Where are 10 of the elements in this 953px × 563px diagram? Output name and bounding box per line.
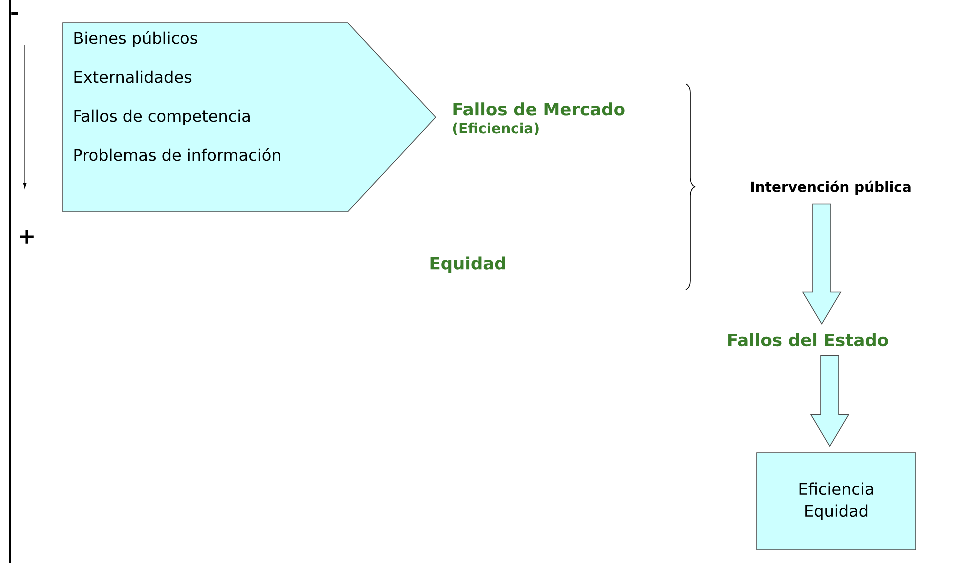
pentagon-box: Bienes públicos Externalidades Fallos de competencia Problemas de información	[62, 22, 437, 212]
heading-text: Fallos del Estado	[728, 333, 888, 347]
heading-text: Equidad	[430, 256, 506, 274]
block-arrow	[802, 204, 842, 325]
heading-text: Intervención pública	[751, 180, 911, 196]
heading-text: Fallos de Mercado (Eficiencia)	[453, 102, 625, 136]
block-arrow	[810, 355, 850, 448]
result-box: Eficiencia Equidad	[756, 452, 916, 550]
sign-label: +	[20, 230, 34, 244]
sign-label: -	[12, 12, 18, 16]
